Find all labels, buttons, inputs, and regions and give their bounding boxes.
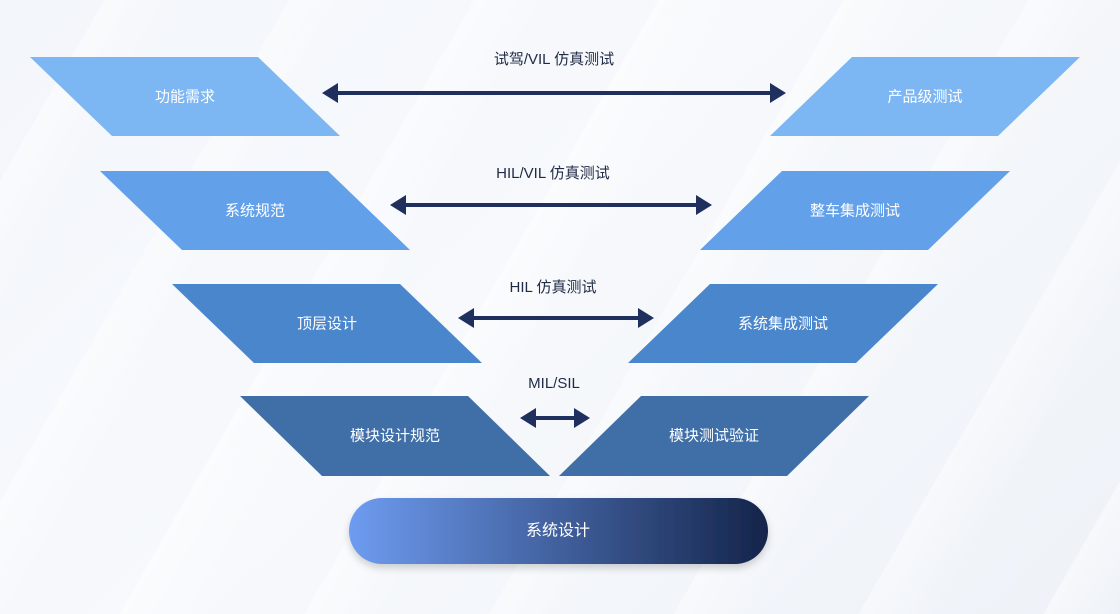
left-stage-label: 顶层设计: [297, 316, 357, 333]
level-row: 模块设计规范 模块测试验证 MIL/SIL: [240, 375, 869, 476]
double-arrow: [322, 83, 786, 103]
double-arrow: [458, 308, 654, 328]
base-pill: [349, 498, 768, 564]
double-arrow: [520, 408, 590, 428]
right-stage-label: 整车集成测试: [810, 203, 900, 220]
right-stage-box: [700, 171, 1010, 250]
level-row: 系统规范 整车集成测试 HIL/VIL 仿真测试: [100, 164, 1010, 250]
left-stage-box: [30, 57, 340, 136]
link-label: HIL/VIL 仿真测试: [496, 164, 610, 182]
left-stage-box: [240, 396, 550, 476]
right-stage-label: 模块测试验证: [669, 428, 759, 445]
left-stage-box: [100, 171, 410, 250]
left-stage-box: [172, 284, 482, 363]
link-label: HIL 仿真测试: [510, 278, 597, 296]
left-stage-label: 系统规范: [225, 203, 285, 220]
level-row: 顶层设计 系统集成测试 HIL 仿真测试: [172, 278, 938, 363]
left-stage-label: 模块设计规范: [350, 428, 440, 445]
double-arrow: [390, 195, 712, 215]
base-stage: 系统设计: [349, 498, 768, 564]
right-stage-box: [559, 396, 869, 476]
left-stage-label: 功能需求: [155, 89, 215, 106]
base-label: 系统设计: [526, 522, 590, 540]
link-label: MIL/SIL: [528, 375, 580, 392]
link-label: 试驾/VIL 仿真测试: [494, 50, 614, 68]
level-row: 功能需求 产品级测试 试驾/VIL 仿真测试: [30, 50, 1080, 136]
right-stage-box: [628, 284, 938, 363]
right-stage-label: 系统集成测试: [738, 316, 828, 333]
right-stage-label: 产品级测试: [887, 89, 962, 106]
right-stage-box: [770, 57, 1080, 136]
